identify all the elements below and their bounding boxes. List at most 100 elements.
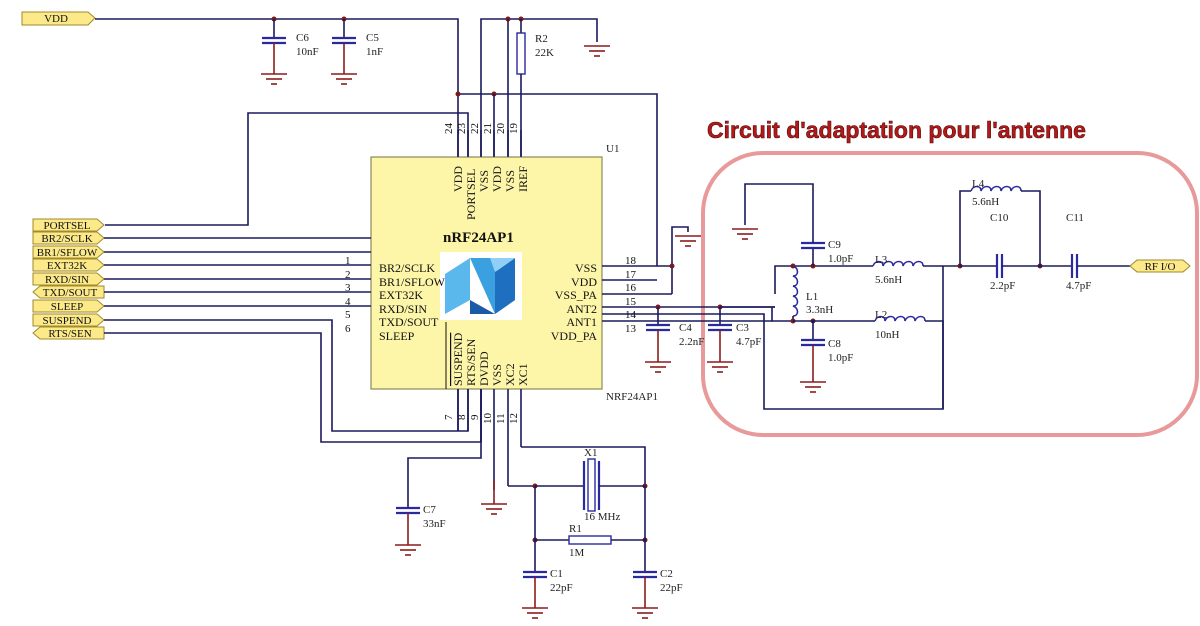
bottom-pins: 7 8 9 10 11 12 SUSPEND RTS/SEN DVDD VSS … [443, 322, 530, 490]
svg-text:18: 18 [625, 255, 637, 267]
svg-text:RTS/SEN: RTS/SEN [464, 338, 478, 386]
matching-network: C9 1.0pF L1 L1 3.3nH L3 5.6nH L4 5.6nH C… [731, 178, 1130, 409]
c11-value: 4.7pF [1066, 280, 1091, 292]
port-portsel[interactable]: PORTSEL [32, 218, 105, 232]
svg-text:16: 16 [625, 282, 637, 294]
c10-value: 2.2pF [990, 280, 1015, 292]
top-pins: 24 23 22 21 20 19 VDD PORTSEL VSS VDD VS… [443, 123, 530, 221]
svg-text:XC2: XC2 [503, 363, 517, 386]
svg-text:RF I/O: RF I/O [1145, 261, 1176, 273]
svg-text:DVDD: DVDD [477, 351, 491, 386]
svg-text:VSS: VSS [490, 364, 504, 386]
svg-text:17: 17 [625, 269, 637, 281]
svg-text:22pF: 22pF [660, 582, 683, 594]
c9-value: 1.0pF [828, 253, 853, 265]
svg-text:PORTSEL: PORTSEL [464, 169, 478, 220]
svg-text:VDD_PA: VDD_PA [551, 329, 598, 343]
svg-text:22pF: 22pF [550, 582, 573, 594]
svg-text:VSS_PA: VSS_PA [555, 288, 598, 302]
svg-text:VDD: VDD [451, 166, 465, 192]
capacitor-c6: C6 10nF [260, 19, 319, 85]
portsel-net [105, 112, 469, 226]
l2-ref: L2 [875, 309, 887, 321]
svg-text:C4: C4 [679, 322, 692, 334]
svg-text:C1: C1 [550, 568, 563, 580]
port-rxd-sin[interactable]: RXD/SIN [32, 272, 105, 286]
c9-ref: C9 [828, 239, 841, 251]
port-rf-io[interactable]: RF I/O [1129, 259, 1191, 273]
svg-text:24: 24 [443, 123, 455, 135]
antenna-matching-region [701, 151, 1199, 437]
svg-text:1: 1 [345, 255, 351, 267]
svg-text:BR1/SFLOW: BR1/SFLOW [379, 275, 446, 289]
svg-text:ANT2: ANT2 [566, 302, 597, 316]
svg-text:21: 21 [482, 123, 494, 134]
svg-text:6: 6 [345, 323, 351, 335]
svg-text:VDD: VDD [44, 13, 68, 25]
port-br2-sclk[interactable]: BR2/SCLK [32, 231, 105, 245]
svg-text:16 MHz: 16 MHz [584, 511, 620, 523]
l3-ref: L3 [875, 254, 888, 266]
port-br1-sflow[interactable]: BR1/SFLOW [32, 245, 105, 259]
l4-value: 5.6nH [972, 196, 999, 208]
svg-text:IREF: IREF [516, 166, 530, 192]
l1-value: 3.3nH [806, 304, 833, 316]
svg-text:C3: C3 [736, 322, 749, 334]
svg-text:C6: C6 [296, 32, 309, 44]
svg-text:VSS: VSS [503, 170, 517, 192]
svg-text:23: 23 [456, 123, 468, 135]
svg-text:SLEEP: SLEEP [51, 301, 83, 313]
svg-text:RXD/SIN: RXD/SIN [45, 274, 89, 286]
svg-text:3: 3 [345, 282, 351, 294]
c10-ref: C10 [990, 212, 1009, 224]
svg-text:VSS: VSS [477, 170, 491, 192]
svg-text:4.7pF: 4.7pF [736, 336, 761, 348]
svg-text:C5: C5 [366, 32, 379, 44]
svg-text:1M: 1M [569, 547, 585, 559]
port-vdd[interactable]: VDD [21, 11, 96, 26]
capacitor-c3: C3 4.7pF [706, 307, 761, 373]
svg-text:R1: R1 [569, 523, 582, 535]
right-pin-wires [602, 226, 944, 410]
svg-text:22: 22 [469, 123, 481, 134]
port-rts-sen[interactable]: RTS/SEN [32, 326, 105, 340]
port-txd-sout[interactable]: TXD/SOUT [32, 285, 105, 299]
svg-text:BR1/SFLOW: BR1/SFLOW [37, 247, 98, 259]
svg-text:13: 13 [625, 323, 637, 335]
svg-text:VSS: VSS [575, 261, 597, 275]
svg-text:C2: C2 [660, 568, 673, 580]
svg-text:PORTSEL: PORTSEL [43, 220, 90, 232]
svg-text:RXD/SIN: RXD/SIN [379, 302, 427, 316]
svg-text:33nF: 33nF [423, 518, 446, 530]
port-suspend[interactable]: SUSPEND [32, 313, 105, 327]
svg-text:R2: R2 [535, 33, 548, 45]
svg-text:14: 14 [625, 309, 637, 321]
svg-text:BR2/SCLK: BR2/SCLK [41, 233, 92, 245]
svg-text:2: 2 [345, 269, 351, 281]
port-ext32k[interactable]: EXT32K [32, 258, 105, 272]
svg-text:15: 15 [625, 296, 637, 308]
left-ports: PORTSEL BR2/SCLK BR1/SFLOW EXT32K RXD/SI… [32, 218, 105, 340]
l3-value: 5.6nH [875, 274, 902, 286]
chip-ref: U1 [606, 143, 619, 155]
svg-text:7: 7 [443, 414, 455, 420]
nordic-logo-icon [440, 252, 522, 320]
svg-text:SLEEP: SLEEP [379, 329, 415, 343]
ground-icon [480, 503, 508, 515]
vdd-top-net [458, 93, 658, 266]
capacitor-c4: C4 2.2nF [644, 307, 704, 373]
resistor-r2: R2 22K [516, 19, 554, 156]
vss-top-net [480, 18, 598, 156]
crystal-network: X1 16 MHz R1 1M C1 22pF C2 22pF [508, 446, 683, 619]
port-sleep[interactable]: SLEEP [32, 299, 105, 313]
svg-text:RTS/SEN: RTS/SEN [48, 328, 91, 340]
svg-text:8: 8 [456, 414, 468, 420]
svg-text:SUSPEND: SUSPEND [43, 315, 92, 327]
l2-value: 10nH [875, 329, 900, 341]
svg-text:5: 5 [345, 309, 351, 321]
svg-text:2.2nF: 2.2nF [679, 336, 704, 348]
l1-ref: L1 [806, 291, 818, 303]
svg-text:X1: X1 [584, 447, 597, 459]
svg-text:22K: 22K [535, 47, 554, 59]
